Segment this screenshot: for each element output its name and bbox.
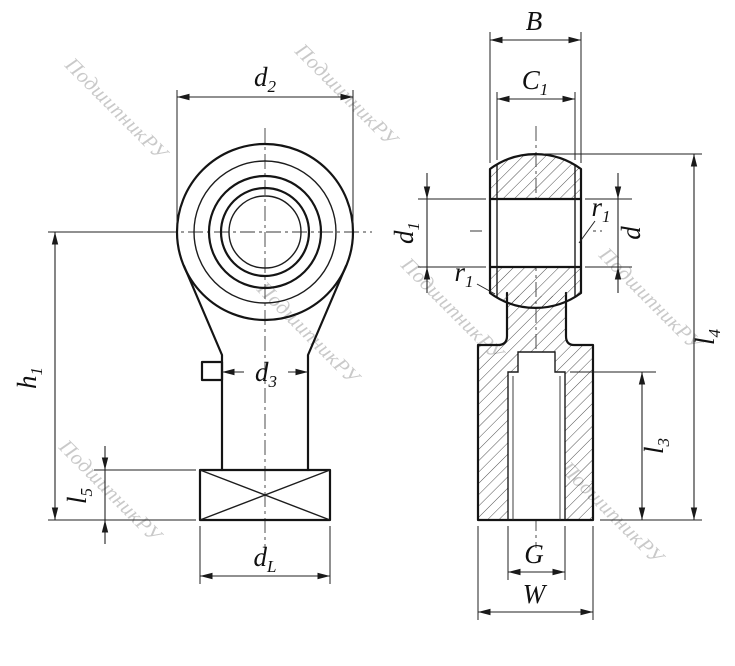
label-l5: l5	[62, 488, 96, 504]
label-r1: r1	[591, 192, 610, 226]
thread-bore-clear	[508, 372, 565, 520]
dimension-d2: d2	[176, 62, 354, 222]
front-view: d2 h1 l5 d3 dL	[12, 62, 372, 584]
dimension-l5: l5	[62, 446, 196, 544]
eye-housing-circle	[193, 160, 337, 304]
threaded-base-cross	[199, 469, 331, 521]
ball-outline	[488, 153, 583, 309]
dimension-B: B	[489, 6, 582, 163]
ball-circle	[207, 174, 323, 290]
label-d1: d1	[389, 222, 423, 244]
label-dL: dL	[254, 542, 277, 576]
watermark-text: ПодшипникРУ	[290, 38, 405, 153]
dimension-W: W	[477, 526, 594, 620]
label-d: d	[616, 226, 646, 240]
dimension-h1: h1	[12, 231, 196, 521]
dimension-G: G	[507, 526, 566, 580]
label-l3: l3	[639, 438, 673, 454]
eye-outer-circle	[175, 142, 355, 322]
label-d3: d3	[255, 357, 277, 391]
label-G: G	[524, 539, 544, 569]
shank-outline	[476, 291, 595, 522]
thread-bore-outline	[507, 351, 566, 520]
label-h1: h1	[12, 367, 46, 389]
bore-circle	[228, 195, 302, 269]
threaded-base	[198, 468, 332, 522]
label-r1: r1	[454, 257, 473, 291]
watermarks: ПодшипникРУ ПодшипникРУ ПодшипникРУ Подш…	[54, 38, 709, 571]
watermark-text: ПодшипникРУ	[54, 434, 169, 549]
bore-chamfer-circle	[219, 186, 311, 278]
section-view: B C1 d1 d r1	[389, 6, 724, 620]
ball-bore-band-clear	[482, 199, 590, 267]
label-d2: d2	[254, 62, 277, 96]
dimension-dL: dL	[199, 526, 331, 584]
body-right-edge	[306, 264, 348, 472]
callout-r1-lower: r1	[454, 257, 496, 295]
label-l4: l4	[690, 328, 724, 345]
dimension-d3: d3	[222, 357, 308, 391]
label-C1: C1	[522, 65, 549, 99]
label-B: B	[526, 6, 543, 36]
thread-relief-clear	[518, 352, 555, 372]
body-left-edge	[182, 264, 224, 472]
dimension-C1: C1	[496, 65, 576, 160]
callout-r1-upper: r1	[578, 192, 611, 244]
dimension-d1: d1	[389, 173, 486, 293]
dimension-l4: l4	[545, 153, 724, 521]
dimension-d: d	[585, 173, 646, 293]
dimension-l3: l3	[570, 371, 673, 520]
watermark-text: ПодшипникРУ	[60, 52, 175, 167]
lube-fitting-tab	[200, 360, 224, 382]
label-W: W	[523, 579, 548, 609]
